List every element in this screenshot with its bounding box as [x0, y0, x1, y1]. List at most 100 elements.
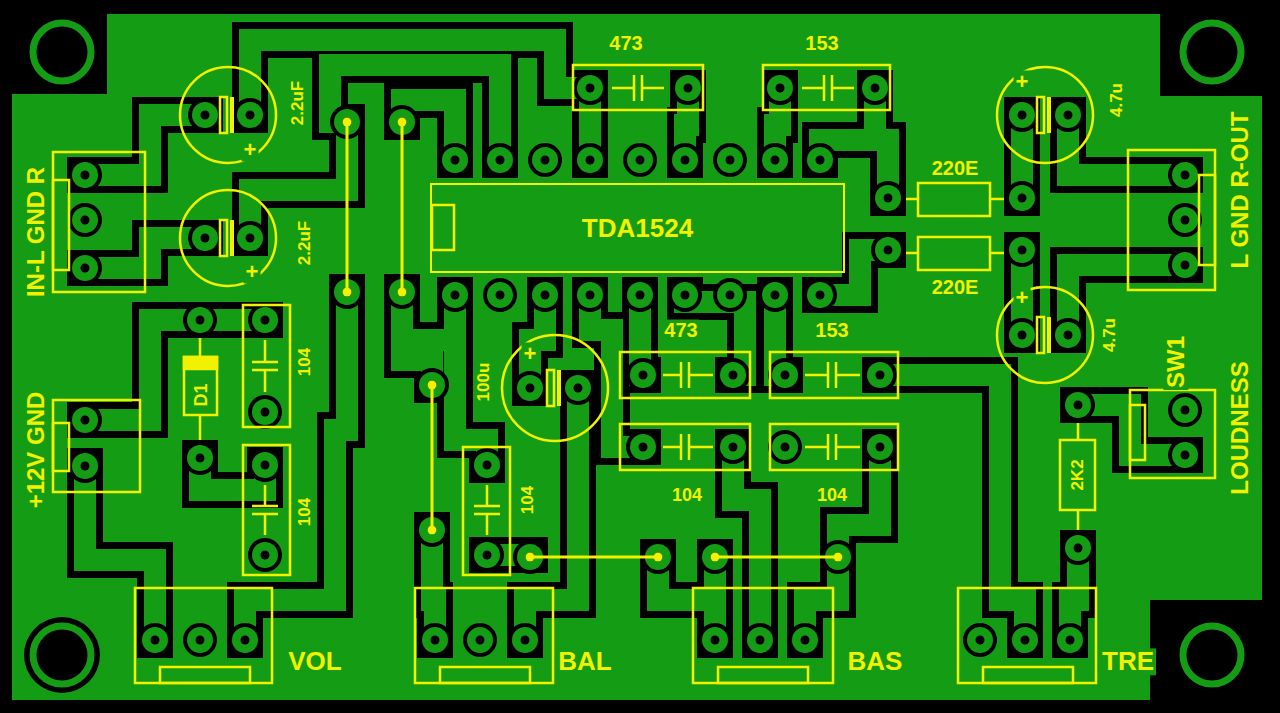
silkscreen-label: BAL: [556, 648, 613, 675]
capacitor-outline: [770, 424, 898, 470]
ic-pin: [623, 278, 657, 312]
silkscreen-label: 220E: [930, 277, 981, 298]
jumper-dot: [428, 381, 437, 390]
silkscreen-label: 104: [296, 346, 314, 378]
capacitor-outline: [620, 424, 750, 470]
silkscreen-label: IN-L GND R: [23, 165, 48, 299]
capacitor-symbol: [805, 362, 860, 388]
pot-pad: [698, 623, 732, 657]
silkscreen-label: 473: [607, 33, 644, 54]
ic-pin: [713, 278, 747, 312]
electrolytic-outline: [180, 190, 276, 286]
ic-pin: [528, 278, 562, 312]
ic-pin: [758, 143, 792, 177]
cap-pad: [716, 430, 750, 464]
connector-outline: [1128, 150, 1215, 290]
cap-pad: [188, 221, 222, 255]
hole-clearance: [1174, 617, 1250, 693]
silkscreen-label: SW1: [1163, 334, 1188, 390]
capacitor-symbol: [474, 485, 500, 535]
capacitor-outline: [243, 305, 290, 427]
cap-pad: [863, 358, 897, 392]
resistor-body: [918, 237, 990, 270]
pot-tab: [718, 667, 808, 683]
electrolytic-symbol: [220, 97, 227, 133]
pot-outline: [415, 588, 553, 683]
silkscreen-label: +12V GND: [23, 390, 48, 511]
cap-pad: [768, 358, 802, 392]
connector-tab: [1199, 175, 1215, 265]
diode-pad: [183, 303, 217, 337]
cap-pad: [858, 71, 892, 105]
resistor-pad: [1005, 181, 1039, 215]
jumper-dot: [526, 553, 535, 562]
resistor-pad: [871, 181, 905, 215]
resistor-pad: [1061, 388, 1095, 422]
ic-pin: [438, 143, 472, 177]
silkscreen-label: 473: [662, 320, 699, 341]
silkscreen-label: 153: [803, 33, 840, 54]
pot-pad: [963, 623, 997, 657]
capacitor-symbol: [663, 434, 713, 460]
cap-pad: [1051, 98, 1085, 132]
jumper-dot: [398, 288, 407, 297]
hole-clearance: [1174, 14, 1250, 90]
electrolytic-symbol: [230, 97, 234, 133]
cap-pad: [248, 303, 282, 337]
electrolytic-outline: [180, 67, 276, 163]
ic-pin: [528, 143, 562, 177]
ic-pin: [803, 143, 837, 177]
ic-part-number: TDA1524: [582, 214, 693, 243]
cap-pad: [1005, 318, 1039, 352]
connector-pad: [68, 158, 102, 192]
silkscreen-label: 153: [813, 320, 850, 341]
capacitor-outline: [620, 352, 750, 398]
cap-pad: [626, 358, 660, 392]
electrolytic-outline: [997, 287, 1093, 383]
connector-outline: [53, 152, 145, 292]
cap-pad: [248, 395, 282, 429]
resistor-lead: [906, 198, 1004, 201]
silkscreen-label: +: [242, 138, 259, 161]
capacitor-outline: [463, 447, 510, 575]
ic-pin: [483, 143, 517, 177]
silkscreen-label: 104: [519, 484, 537, 516]
pot-outline: [958, 588, 1096, 683]
jumper-dot: [343, 288, 352, 297]
jumper-dot: [834, 553, 843, 562]
pot-tab: [440, 667, 530, 683]
pot-tab: [983, 667, 1073, 683]
jumper-dot: [343, 118, 352, 127]
mounting-holes: [24, 14, 1250, 693]
ic-package: TDA1524: [430, 183, 845, 273]
pour-notch: [12, 14, 107, 94]
pot-pad: [463, 623, 497, 657]
ic-notch: [432, 205, 454, 250]
ic-pin: [573, 278, 607, 312]
pot-pad: [138, 623, 172, 657]
silkscreen: [53, 65, 1215, 683]
connector-pad: [68, 251, 102, 285]
capacitor-symbol: [805, 434, 860, 460]
cap-pad: [1005, 98, 1039, 132]
resistor-body: [1060, 440, 1095, 510]
trace-group: [85, 40, 1185, 640]
pot-pad: [418, 623, 452, 657]
silkscreen-label: 4.7u: [1108, 81, 1126, 119]
electrolytic-symbol: [220, 220, 227, 256]
silkscreen-label: 100u: [475, 361, 493, 404]
pot-outline: [693, 588, 833, 683]
capacitor-outline: [770, 352, 898, 398]
ic-pin: [758, 278, 792, 312]
capacitor-symbol: [252, 340, 278, 392]
pour-notch: [1160, 14, 1262, 96]
pot-outline: [135, 588, 272, 683]
silkscreen-label: +: [1014, 70, 1031, 93]
cap-pad: [573, 71, 607, 105]
resistor-body: [918, 183, 990, 216]
silkscreen-label: VOL: [286, 648, 343, 675]
connector-pad: [1168, 203, 1202, 237]
pot-tab: [160, 667, 250, 683]
